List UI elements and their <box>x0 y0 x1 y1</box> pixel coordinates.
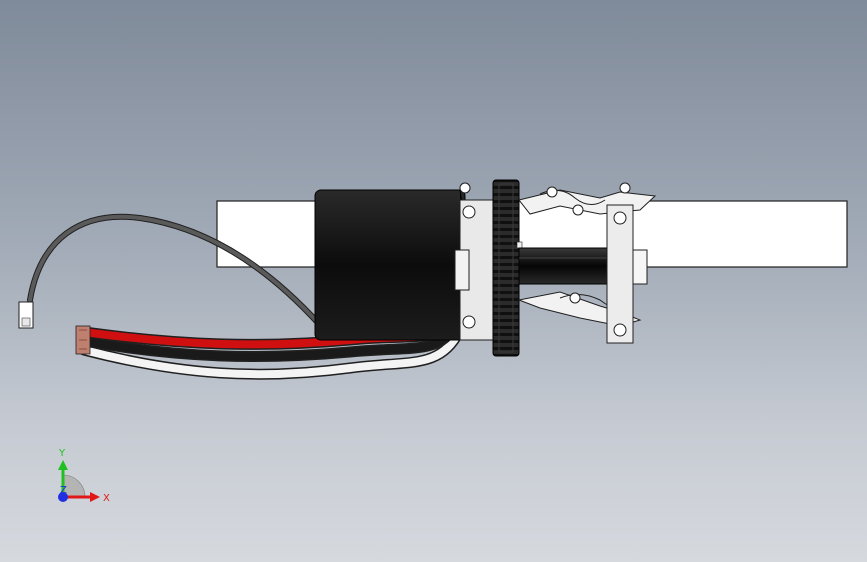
motor-can[interactable] <box>314 189 467 341</box>
z-axis-label: Z <box>60 485 67 496</box>
bearing-block[interactable] <box>606 182 648 344</box>
coordinate-triad: Y X Z <box>58 448 110 504</box>
output-shaft[interactable] <box>518 247 612 285</box>
motor-mount[interactable] <box>454 182 495 341</box>
x-axis-label: X <box>103 493 110 504</box>
spur-gear[interactable] <box>492 179 523 357</box>
y-axis-label: Y <box>58 448 66 459</box>
z-axis-dot <box>58 492 68 502</box>
